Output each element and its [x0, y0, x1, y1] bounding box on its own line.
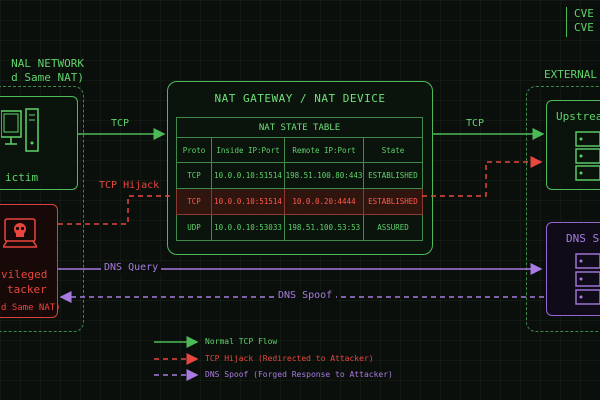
legend-swatches	[154, 336, 199, 381]
cell-inside: 10.0.0.10:51514	[211, 188, 285, 215]
victim-label: ictim	[5, 171, 39, 184]
legend-label-hijack: TCP Hijack (Redirected to Attacker)	[205, 354, 374, 363]
cell-proto: UDP	[176, 214, 212, 241]
tcp-hijack-arrow-right	[422, 156, 543, 197]
internal-zone-title: NAL NETWORK d Same NAT)	[0, 57, 84, 85]
nat-table-row-hijacked: TCP 10.0.0.10:51514 10.0.0.20:4444 ESTAB…	[176, 188, 423, 215]
attacker-label-line2: tacker	[7, 283, 47, 296]
tcp-right-label: TCP	[466, 118, 485, 129]
cell-state: ASSURED	[363, 214, 423, 241]
cell-proto: TCP	[176, 188, 212, 215]
victim-card: ictim	[0, 96, 78, 190]
tcp-hijack-label: TCP Hijack	[99, 180, 160, 191]
dns-query-label: DNS Query	[101, 262, 162, 274]
legend: Normal TCP Flow TCP Hijack (Redirected t…	[153, 336, 453, 388]
attacker-label-line3: d Same NAT)	[1, 303, 61, 313]
col-header-remote: Remote IP:Port	[284, 137, 364, 163]
external-zone	[526, 86, 600, 332]
internal-network-zone	[0, 86, 84, 332]
tcp-hijack-arrow-left	[58, 195, 174, 225]
dns-spoof-label: DNS Spoof	[274, 290, 337, 302]
cell-state: ESTABLISHED	[363, 188, 423, 215]
upstream-label: Upstream	[556, 110, 600, 123]
internal-zone-title-line2: d Same NAT)	[11, 71, 84, 84]
cell-proto: TCP	[176, 162, 212, 189]
upstream-server-card: Upstream	[546, 100, 600, 190]
dns-server-card: DNS Se	[546, 222, 600, 316]
nat-gateway-box: NAT GATEWAY / NAT DEVICE NAT STATE TABLE…	[167, 81, 433, 255]
legend-label-spoof: DNS Spoof (Forged Response to Attacker)	[205, 370, 393, 379]
external-zone-title: EXTERNAL	[544, 68, 597, 81]
computer-icon	[1, 108, 39, 152]
cve-line-1: CVE	[574, 7, 594, 20]
nat-gateway-title: NAT GATEWAY / NAT DEVICE	[214, 92, 386, 105]
dns-server-label: DNS Se	[566, 232, 600, 245]
cve-line-2: CVE	[574, 21, 594, 34]
cell-state: ESTABLISHED	[363, 162, 423, 189]
server-icon	[575, 131, 600, 181]
cve-label-box: CVE CVE	[566, 7, 600, 37]
cell-inside: 10.0.0.10:51514	[211, 162, 285, 189]
attacker-card: vileged tacker d Same NAT)	[0, 204, 61, 318]
dns-server-icon	[575, 253, 600, 305]
legend-label-normal: Normal TCP Flow	[205, 337, 278, 346]
tcp-left-label: TCP	[111, 118, 130, 129]
skull-laptop-icon	[3, 218, 37, 248]
nat-table-row: UDP 10.0.0.10:53033 198.51.100.53:53 ASS…	[176, 214, 423, 241]
cell-inside: 10.0.0.10:53033	[211, 214, 285, 241]
nat-state-table: NAT STATE TABLE Proto Inside IP:Port Rem…	[176, 117, 423, 241]
col-header-state: State	[363, 137, 423, 163]
col-header-proto: Proto	[176, 137, 212, 163]
cell-remote: 198.51.100.80:443	[284, 162, 364, 189]
cell-remote: 198.51.100.53:53	[284, 214, 364, 241]
nat-table-row: TCP 10.0.0.10:51514 198.51.100.80:443 ES…	[176, 162, 423, 189]
attacker-label-line1: vileged	[1, 268, 48, 281]
col-header-inside: Inside IP:Port	[211, 137, 285, 163]
internal-zone-title-line1: NAL NETWORK	[11, 57, 84, 70]
